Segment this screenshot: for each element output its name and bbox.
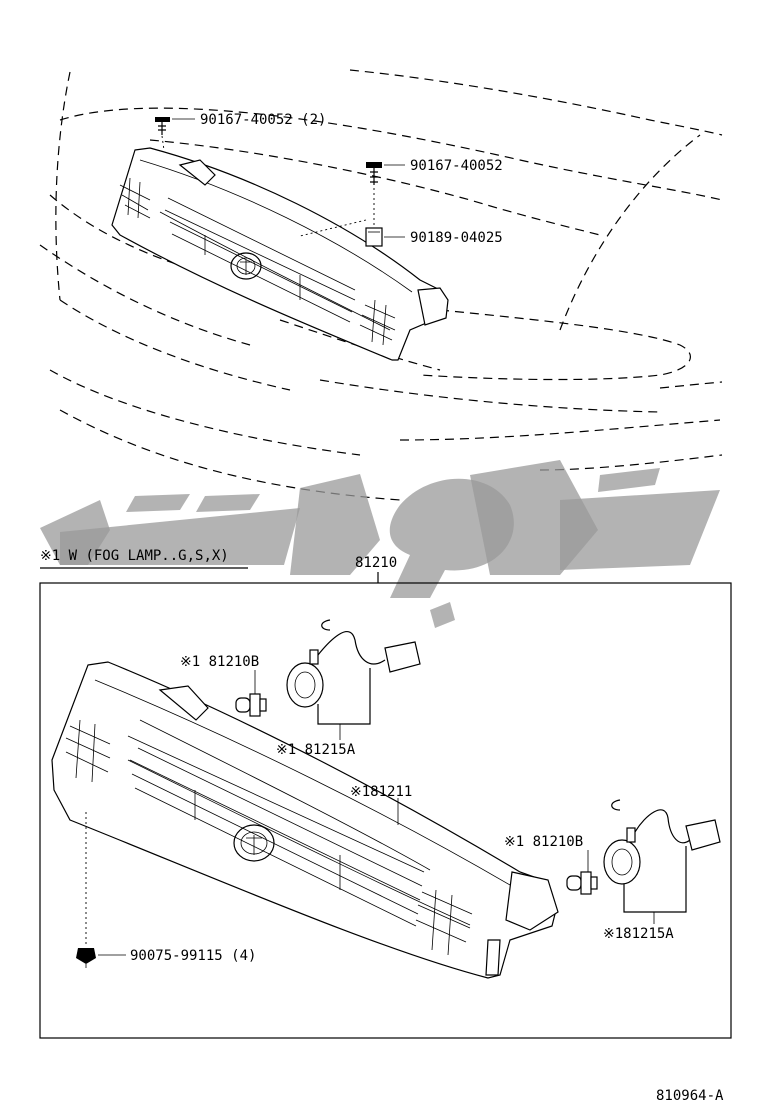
nut-clip-icon	[365, 227, 383, 247]
socket-lower-icon	[603, 799, 721, 885]
bulb-upper-icon	[235, 693, 267, 717]
upper-bolt-left-icon	[155, 117, 170, 135]
screw-icon	[76, 948, 96, 968]
label-assembly-number: 81210	[355, 555, 397, 571]
lower-grille-drawing	[51, 661, 559, 979]
label-bulb-upper: ※1 81210B	[180, 654, 259, 670]
upper-bolt-right-icon	[366, 162, 382, 185]
assembly-frame	[39, 582, 732, 1039]
label-nut-clip: 90189-04025	[410, 230, 503, 246]
diagram-id: 810964-A	[656, 1088, 724, 1104]
leader-bolt-to-grille	[161, 135, 165, 151]
label-bulb-lower: ※1 81210B	[504, 834, 583, 850]
bracket-socket-lower	[623, 846, 687, 913]
label-bolt-left: 90167-40052 (2)	[200, 112, 326, 128]
label-grille: ※181211	[350, 784, 412, 800]
label-screw: 90075-99115 (4)	[130, 948, 256, 964]
label-socket-upper: ※1 81215A	[276, 742, 356, 758]
label-socket-lower: ※181215A	[603, 926, 674, 942]
bracket-socket-upper	[317, 668, 371, 725]
leader-clip-to-grille	[299, 219, 367, 237]
note-fog-lamp: ※1 W (FOG LAMP..G,S,X)	[40, 548, 229, 564]
watermark-logo	[40, 460, 720, 628]
upper-grille-drawing	[111, 147, 449, 361]
bulb-lower-icon	[566, 871, 598, 895]
socket-upper-icon	[286, 619, 421, 708]
label-bolt-right: 90167-40052	[410, 158, 503, 174]
